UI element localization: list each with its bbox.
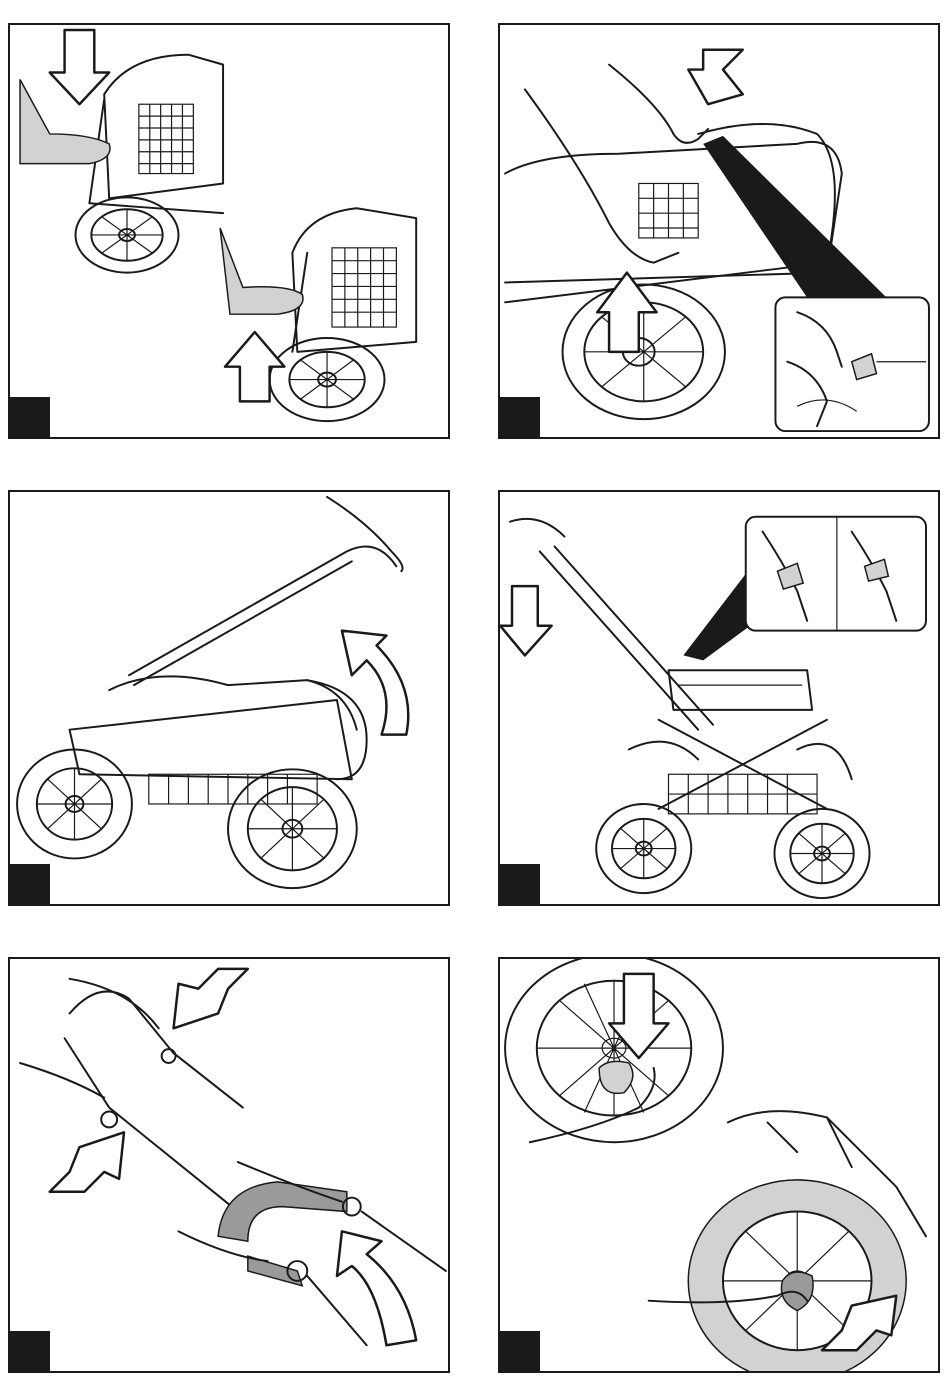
step-marker-6 [500, 1331, 540, 1371]
illustration-lock-frame [500, 492, 938, 904]
arrow-up-right [50, 1132, 124, 1191]
hand-on-frame [525, 89, 679, 262]
arrow-up [225, 332, 284, 401]
wheels-rear [629, 742, 852, 780]
step-marker-4 [500, 864, 540, 904]
illustration-unfold [10, 492, 448, 904]
foot-pressing-down [20, 79, 110, 163]
instruction-panel-6 [498, 957, 940, 1373]
arrow-curved-up [342, 631, 408, 735]
detail-inset [775, 297, 929, 431]
illustration-wheel-release [500, 959, 938, 1371]
illustration-release-catch [500, 25, 938, 437]
arrow-down [50, 30, 109, 104]
instruction-panel-1 [8, 23, 450, 439]
step-marker-1 [10, 397, 50, 437]
wheel-lower [270, 338, 385, 421]
step-marker-3 [10, 864, 50, 904]
illustration-handle-adjust [10, 959, 448, 1371]
arrow-down-left [688, 50, 742, 104]
instruction-panel-4 [498, 490, 940, 906]
release-button-upper [599, 1061, 633, 1093]
handle-bar [540, 546, 713, 729]
stroller-seat [668, 670, 812, 710]
stroller-chassis [70, 676, 357, 804]
wheel-upper [505, 959, 723, 1142]
stroller-basket [668, 774, 817, 814]
detail-inset [746, 517, 926, 631]
x-frame [659, 720, 827, 809]
arrow-curved-up [337, 1231, 416, 1345]
foot-lifting-up [220, 228, 303, 314]
wheel-front-left [17, 750, 132, 859]
callout-wedge [703, 136, 886, 312]
arrow-down-left [174, 969, 248, 1028]
instruction-panel-3 [8, 490, 450, 906]
wheel-left [596, 804, 691, 893]
hand-upper [530, 1068, 655, 1142]
wheel-upper [75, 197, 178, 272]
instruction-panel-5 [8, 957, 450, 1373]
stroller-frame-upper [89, 55, 223, 213]
hand-upper [70, 979, 159, 1029]
wheel-right [774, 809, 869, 898]
hand-on-handle [510, 519, 564, 537]
wheel-front-right [228, 769, 357, 888]
instruction-panel-2 [498, 23, 940, 439]
step-marker-2 [500, 397, 540, 437]
stroller-frame-lower [292, 208, 416, 352]
arrow-down [500, 586, 552, 655]
illustration-brake-pedal [10, 25, 448, 437]
step-marker-5 [10, 1331, 50, 1371]
